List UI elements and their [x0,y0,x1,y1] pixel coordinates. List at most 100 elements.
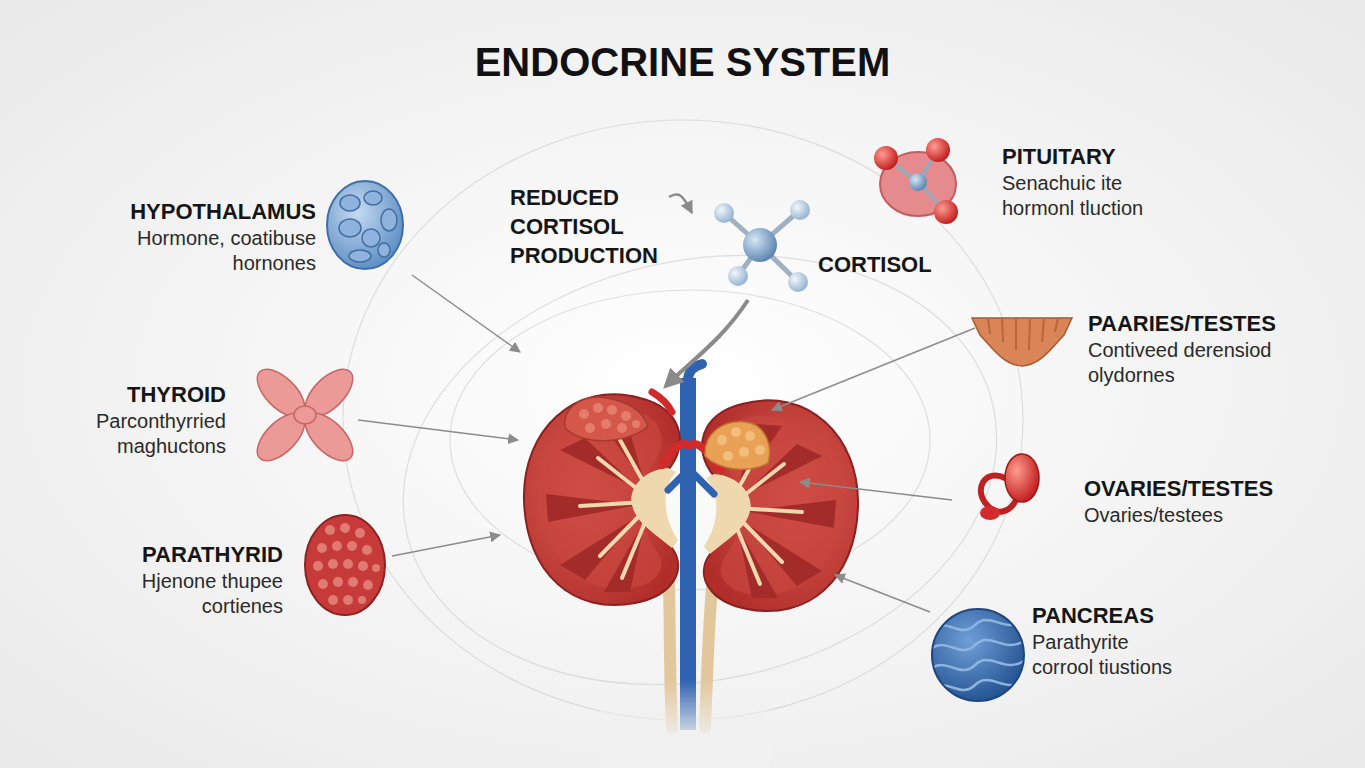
adrenal-gland [632,420,640,428]
kidney [546,494,638,522]
adrenal-gland [585,423,595,433]
adrenal-gland [617,423,627,433]
connector-arrow [669,194,692,213]
organ-description: Parathyrite corrool tiustions [1032,630,1181,680]
pancreas-figure [930,640,1025,650]
pancreas-figure [930,609,1025,701]
hypothalamus-figure [362,229,380,247]
pituitary-figure [926,138,950,162]
pancreas-figure [930,620,1025,630]
gonad-figure [988,318,990,334]
kidney [524,394,680,605]
ovary-figure [1005,454,1039,502]
organ-description: Contiveed derensiod olydornes [1088,338,1300,388]
aorta [688,364,702,380]
organ-name: CORTISOL [818,251,932,279]
cortisol-molecule [714,200,810,292]
pancreas-figure [930,680,1025,690]
organ-name: OVARIES/TESTES [1084,475,1273,503]
leader-line [358,420,518,440]
aorta [680,378,696,730]
adrenal-gland [579,409,589,419]
ovary-figure [980,454,1039,520]
pituitary-figure [874,146,898,170]
adrenal-gland [745,431,755,441]
organ-description: Parconthyrried maghuctons [54,409,226,459]
parathyroid-figure [305,515,385,615]
hypothalamus-figure [364,191,382,205]
pancreas-figure [930,620,1025,690]
kidney [631,468,678,548]
gonad-figure [1002,318,1003,342]
leader-line [412,275,520,352]
adrenal-gland [717,435,727,445]
organ-label: THYROIDParconthyrried maghuctons [52,379,228,461]
organ-name: THYROID [127,381,226,409]
organ-description: Hormone, coatibuse hornones [104,226,316,276]
hypothalamus-figure [378,243,390,257]
pituitary-figure [874,138,958,224]
parathyroid-figure [372,564,380,572]
fade [600,744,770,768]
leader-line [772,328,975,410]
parathyroid-figure [332,541,342,551]
parathyroid-figure [317,543,327,553]
ovary-figure [980,506,1000,520]
organ-label: PITUITARYSenachuic ite hormonl tluction [1000,141,1171,223]
organ-name: PAARIES/TESTES [1088,310,1276,338]
parathyroid-figure [358,596,366,604]
parathyroid-figure [347,541,357,551]
adrenal-gland [601,419,611,429]
gonad-figure [988,318,1058,350]
organ-label: OVARIES/TESTESOvaries/testees [1082,473,1283,530]
leader-line [835,575,930,612]
organ-name: PARATHYRID [142,541,283,569]
adrenal-gland [731,427,741,437]
gonad-figure [1055,318,1058,332]
adrenal-gland [705,422,769,469]
adrenal-gland [593,403,603,413]
adrenal-gland [723,451,733,461]
organ-name: HYPOTHALAMUS [130,198,316,226]
kidney [702,400,858,611]
adrenal-gland [579,403,640,433]
parathyroid-figure [328,595,338,605]
parathyroid-figure [313,561,323,571]
adrenal-gland [755,445,765,455]
adrenal-gland [705,422,769,469]
cortisol-molecule [788,272,808,292]
renal-vessel [652,392,672,412]
organ-label: PANCREASParathyrite corrool tiustions [1030,600,1183,682]
hypothalamus-figure [340,195,360,211]
adrenal-gland [565,397,648,441]
hypothalamus-figure [381,209,397,231]
cortisol-arrow [666,300,748,386]
organ-description: Senachuic ite hormonl tluction [1002,171,1169,221]
molecule-label: CORTISOL [692,196,937,281]
parathyroid-figure [305,515,385,615]
annotation-text: REDUCED CORTISOL PRODUCTION [508,181,669,272]
parathyroid-figure [348,577,358,587]
leader-line [392,535,500,556]
organ-description: Hjenone thupee cortienes [106,569,283,619]
parathyroid-figure [362,545,372,555]
parathyroid-figure [333,577,343,587]
diagram-title: ENDOCRINE SYSTEM [0,38,1365,86]
adrenal-gland [621,411,631,421]
parathyroid-figure [343,595,353,605]
adrenal-gland [607,405,617,415]
adrenal-gland [565,397,648,441]
parathyroid-figure [318,579,328,589]
kidney [546,418,645,592]
hypothalamus-figure [339,191,397,262]
annotation-text: REDUCED CORTISOL PRODUCTION [510,183,667,270]
organ-name: PANCREAS [1032,602,1154,630]
pituitary-figure [909,173,927,191]
parathyroid-figure [363,580,373,590]
organ-label: PARATHYRIDHjenone thupee cortienes [104,539,285,621]
gonad-figure [972,318,1072,366]
cortisol-molecule [790,200,810,220]
organ-name: PITUITARY [1002,143,1116,171]
pituitary-figure [934,200,958,224]
